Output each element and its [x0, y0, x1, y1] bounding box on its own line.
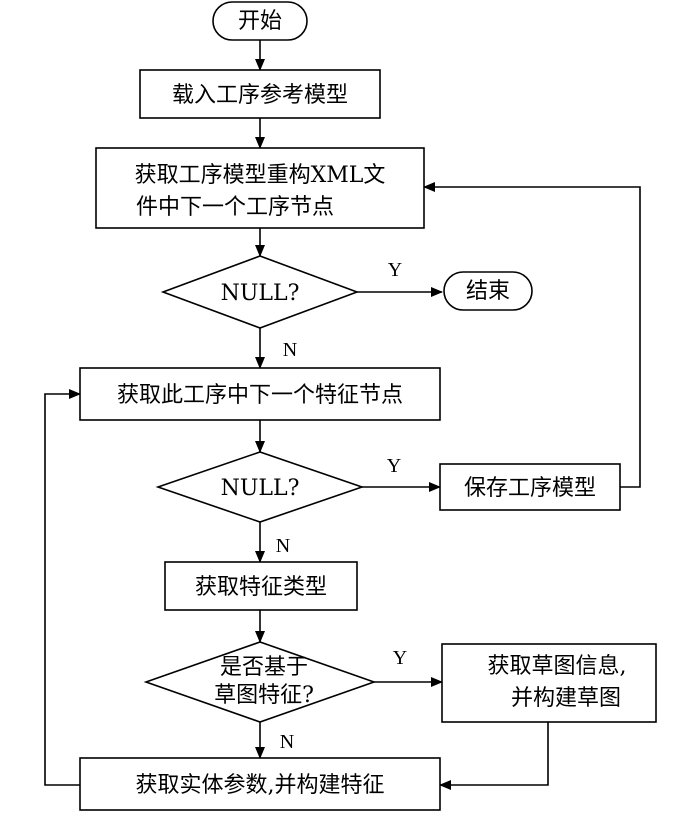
edge-get-sketch-to-build-feature [439, 722, 549, 790]
get-feature-type-label: 获取特征类型 [195, 575, 327, 600]
yes-label-null-check-1: Y [388, 259, 402, 281]
get-sketch-label-line2: 并构建草图 [511, 686, 621, 711]
get-sketch-box: 获取草图信息, 并构建草图 [441, 643, 657, 723]
edge-save-loop-to-get-process [423, 182, 641, 488]
sketch-check-diamond: 是否基于 草图特征? [143, 641, 377, 723]
load-model-label: 载入工序参考模型 [172, 83, 348, 108]
end-node: 结束 [443, 271, 533, 311]
no-label-null-check-1: N [283, 339, 297, 361]
null-check-2-label: NULL? [221, 476, 300, 501]
get-feature-node-label: 获取此工序中下一个特征节点 [117, 383, 403, 408]
yes-label-null-check-2: Y [387, 455, 401, 477]
get-process-node-label-line2: 件中下一个工序节点 [136, 195, 334, 220]
no-label-null-check-2: N [276, 535, 290, 557]
no-label-sketch-check: N [280, 731, 294, 753]
null-check-1-diamond: NULL? [160, 255, 360, 329]
get-process-node-box: 获取工序模型重构XML文 件中下一个工序节点 [95, 147, 425, 229]
get-sketch-label-line1: 获取草图信息, [488, 654, 627, 679]
end-label: 结束 [466, 279, 510, 304]
start-node: 开始 [212, 1, 308, 41]
save-model-box: 保存工序模型 [439, 463, 621, 511]
load-model-box: 载入工序参考模型 [139, 69, 381, 119]
null-check-2-diamond: NULL? [155, 451, 365, 523]
get-feature-type-box: 获取特征类型 [164, 561, 358, 611]
get-process-node-label-line1: 获取工序模型重构XML文 [135, 163, 386, 188]
edges [44, 40, 641, 790]
yes-label-sketch-check: Y [393, 647, 407, 669]
edge-build-feature-loop-to-get-feature [44, 389, 81, 786]
get-feature-node-box: 获取此工序中下一个特征节点 [79, 367, 441, 421]
build-feature-label: 获取实体参数,并构建特征 [136, 773, 385, 798]
build-feature-box: 获取实体参数,并构建特征 [79, 757, 441, 811]
save-model-label: 保存工序模型 [464, 476, 596, 501]
sketch-check-label-line2: 草图特征? [214, 683, 314, 708]
start-label: 开始 [238, 9, 282, 34]
sketch-check-label-line1: 是否基于 [220, 655, 308, 680]
edge-labels: Y N Y N Y N [276, 259, 407, 753]
null-check-1-label: NULL? [221, 281, 300, 306]
